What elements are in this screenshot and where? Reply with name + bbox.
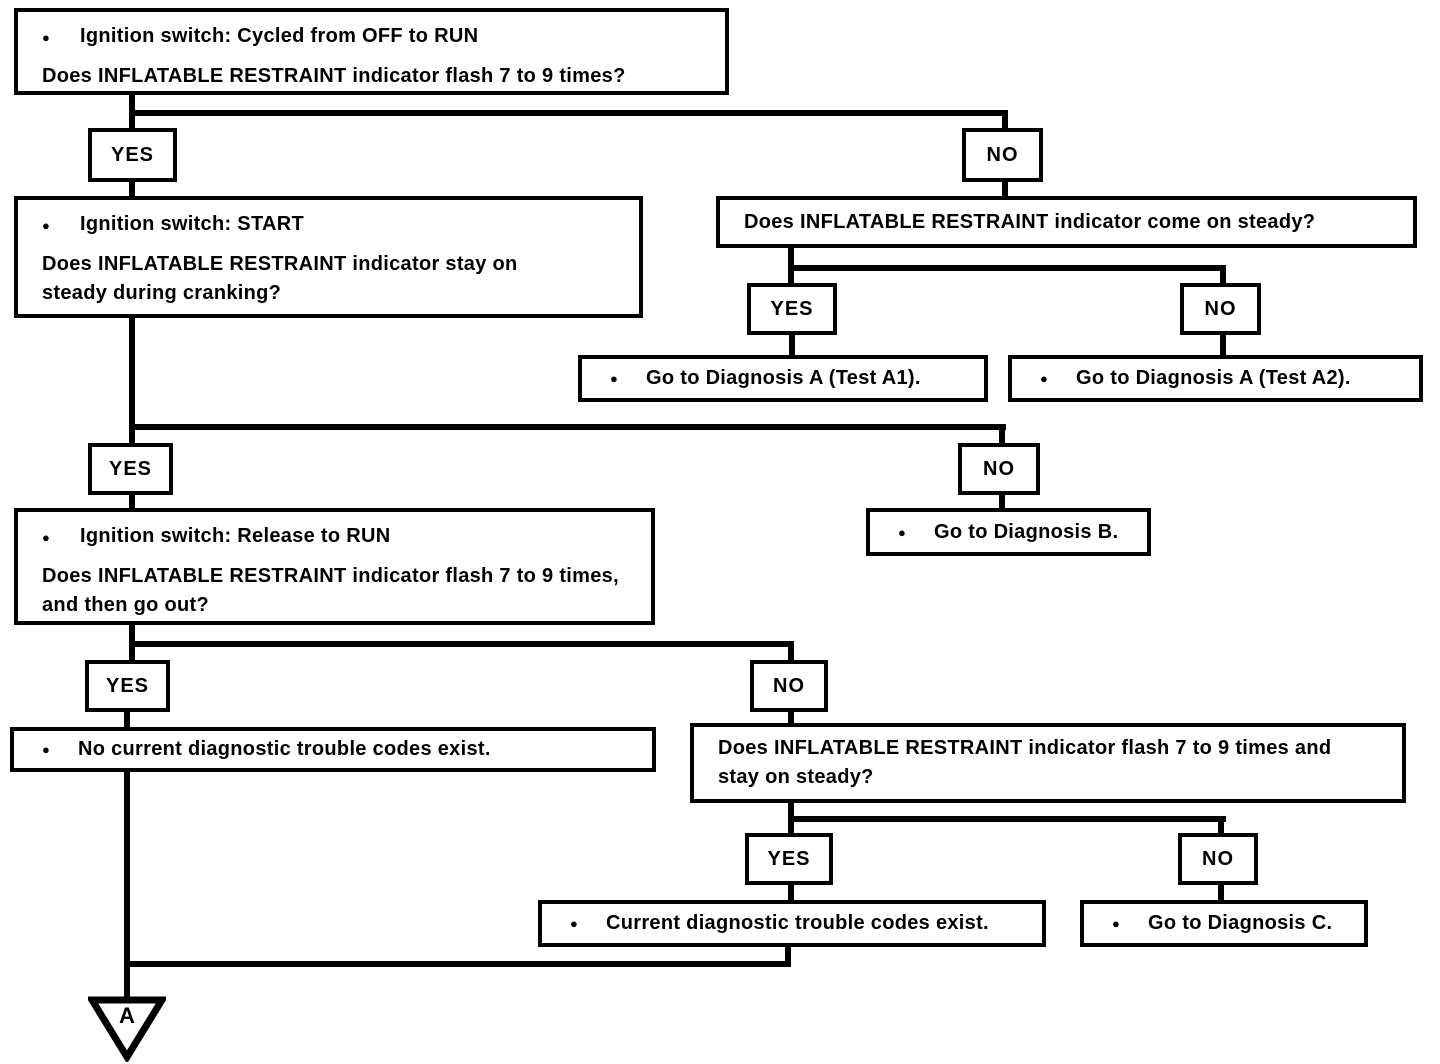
question-text: Does INFLATABLE RESTRAINT indicator stay… xyxy=(42,253,518,304)
connector-line xyxy=(788,885,794,900)
question-text: Does INFLATABLE RESTRAINT indicator flas… xyxy=(718,737,1332,788)
node-result-diagnosis-a-test-a2: ● Go to Diagnosis A (Test A2). xyxy=(1008,355,1423,402)
bullet-icon: ● xyxy=(42,30,51,45)
connector-line xyxy=(1002,182,1008,196)
node-question-indicator-steady: Does INFLATABLE RESTRAINT indicator come… xyxy=(716,196,1417,248)
branch-label-yes-4: YES xyxy=(85,660,170,712)
connector-label: A xyxy=(119,1003,135,1028)
bullet-icon: ● xyxy=(42,530,51,545)
result-text: Current diagnostic trouble codes exist. xyxy=(606,912,989,934)
connector-line xyxy=(788,816,1226,822)
branch-label-no-3: NO xyxy=(958,443,1040,495)
question-text: Does INFLATABLE RESTRAINT indicator come… xyxy=(744,210,1316,233)
question-text: Does INFLATABLE RESTRAINT indicator flas… xyxy=(42,565,619,616)
connector-line xyxy=(789,335,795,355)
branch-label-no-4: NO xyxy=(750,660,828,712)
connector-line xyxy=(129,182,135,196)
connector-line xyxy=(129,110,1008,116)
connector-line xyxy=(1220,335,1226,355)
connector-line xyxy=(1002,110,1008,128)
node-question-ignition-off-to-run: ● Ignition switch: Cycled from OFF to RU… xyxy=(14,8,729,95)
node-result-diagnosis-c: ● Go to Diagnosis C. xyxy=(1080,900,1368,947)
result-text: Go to Diagnosis A (Test A1). xyxy=(646,367,921,389)
node-question-release-to-run: ● Ignition switch: Release to RUN Does I… xyxy=(14,508,655,625)
branch-label-yes-5: YES xyxy=(745,833,833,885)
bullet-icon: ● xyxy=(42,218,51,233)
connector-line xyxy=(788,712,794,723)
connector-line xyxy=(1218,885,1224,900)
result-text: Go to Diagnosis B. xyxy=(934,520,1119,543)
connector-triangle-icon xyxy=(88,996,166,1062)
node-result-current-codes-exist: ● Current diagnostic trouble codes exist… xyxy=(538,900,1046,947)
connector-line xyxy=(124,961,791,967)
connector-line xyxy=(129,424,1006,430)
branch-label-no-5: NO xyxy=(1178,833,1258,885)
connector-line xyxy=(999,424,1005,443)
connector-line xyxy=(129,641,794,647)
bullet-icon: ● xyxy=(42,742,51,757)
connector-line xyxy=(999,495,1005,508)
action-text: Ignition switch: START xyxy=(80,213,304,235)
connector-line xyxy=(129,318,135,443)
connector-line xyxy=(1218,816,1224,833)
result-text: Go to Diagnosis C. xyxy=(1148,912,1333,934)
branch-label-yes-3: YES xyxy=(88,443,173,495)
bullet-icon: ● xyxy=(1112,916,1121,931)
connector-line xyxy=(788,641,794,660)
branch-label-yes-2: YES xyxy=(747,283,837,335)
result-text: No current diagnostic trouble codes exis… xyxy=(78,738,491,760)
branch-label-no-1: NO xyxy=(962,128,1043,182)
bullet-icon: ● xyxy=(610,371,619,386)
offpage-connector-a: A xyxy=(88,996,166,1062)
connector-line xyxy=(124,712,130,727)
connector-line xyxy=(785,947,791,967)
bullet-icon: ● xyxy=(898,524,907,540)
node-result-no-current-codes: ● No current diagnostic trouble codes ex… xyxy=(10,727,656,772)
action-text: Ignition switch: Cycled from OFF to RUN xyxy=(80,25,479,47)
node-question-flash-and-stay-steady: Does INFLATABLE RESTRAINT indicator flas… xyxy=(690,723,1406,803)
action-text: Ignition switch: Release to RUN xyxy=(80,525,391,547)
connector-line xyxy=(788,265,1226,271)
connector-line xyxy=(1220,265,1226,283)
question-text: Does INFLATABLE RESTRAINT indicator flas… xyxy=(42,65,626,87)
result-text: Go to Diagnosis A (Test A2). xyxy=(1076,367,1351,389)
node-question-ignition-start: ● Ignition switch: START Does INFLATABLE… xyxy=(14,196,643,318)
node-result-diagnosis-a-test-a1: ● Go to Diagnosis A (Test A1). xyxy=(578,355,988,402)
node-result-diagnosis-b: ● Go to Diagnosis B. xyxy=(866,508,1151,556)
connector-line xyxy=(129,495,135,508)
bullet-icon: ● xyxy=(1040,371,1049,386)
bullet-icon: ● xyxy=(570,916,579,931)
branch-label-no-2: NO xyxy=(1180,283,1261,335)
connector-line xyxy=(124,772,130,1000)
branch-label-yes-1: YES xyxy=(88,128,177,182)
